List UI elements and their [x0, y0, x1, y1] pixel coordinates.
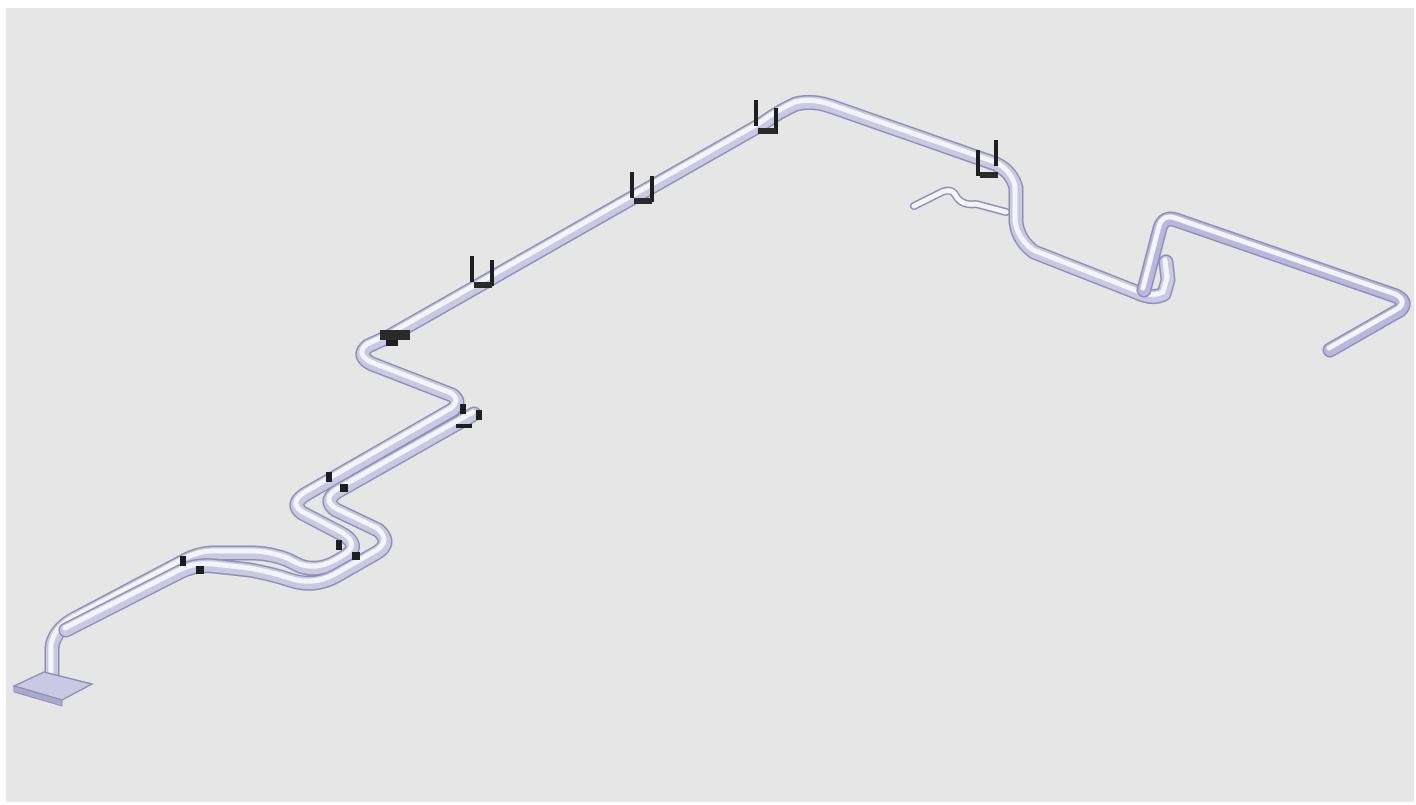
lower-parallel-run	[58, 406, 482, 638]
support-bracket-3	[754, 100, 778, 134]
main-header-run	[30, 94, 1176, 696]
support-bracket-4	[976, 140, 998, 178]
drawing-area	[6, 8, 1414, 802]
base-plate	[11, 671, 95, 707]
support-bracket-2	[630, 172, 654, 204]
pipe-clamps	[180, 404, 482, 574]
small-stub-run	[910, 186, 1010, 216]
support-bracket-5	[380, 330, 410, 346]
support-bracket-1	[470, 256, 494, 288]
right-branch-run	[1136, 211, 1411, 358]
